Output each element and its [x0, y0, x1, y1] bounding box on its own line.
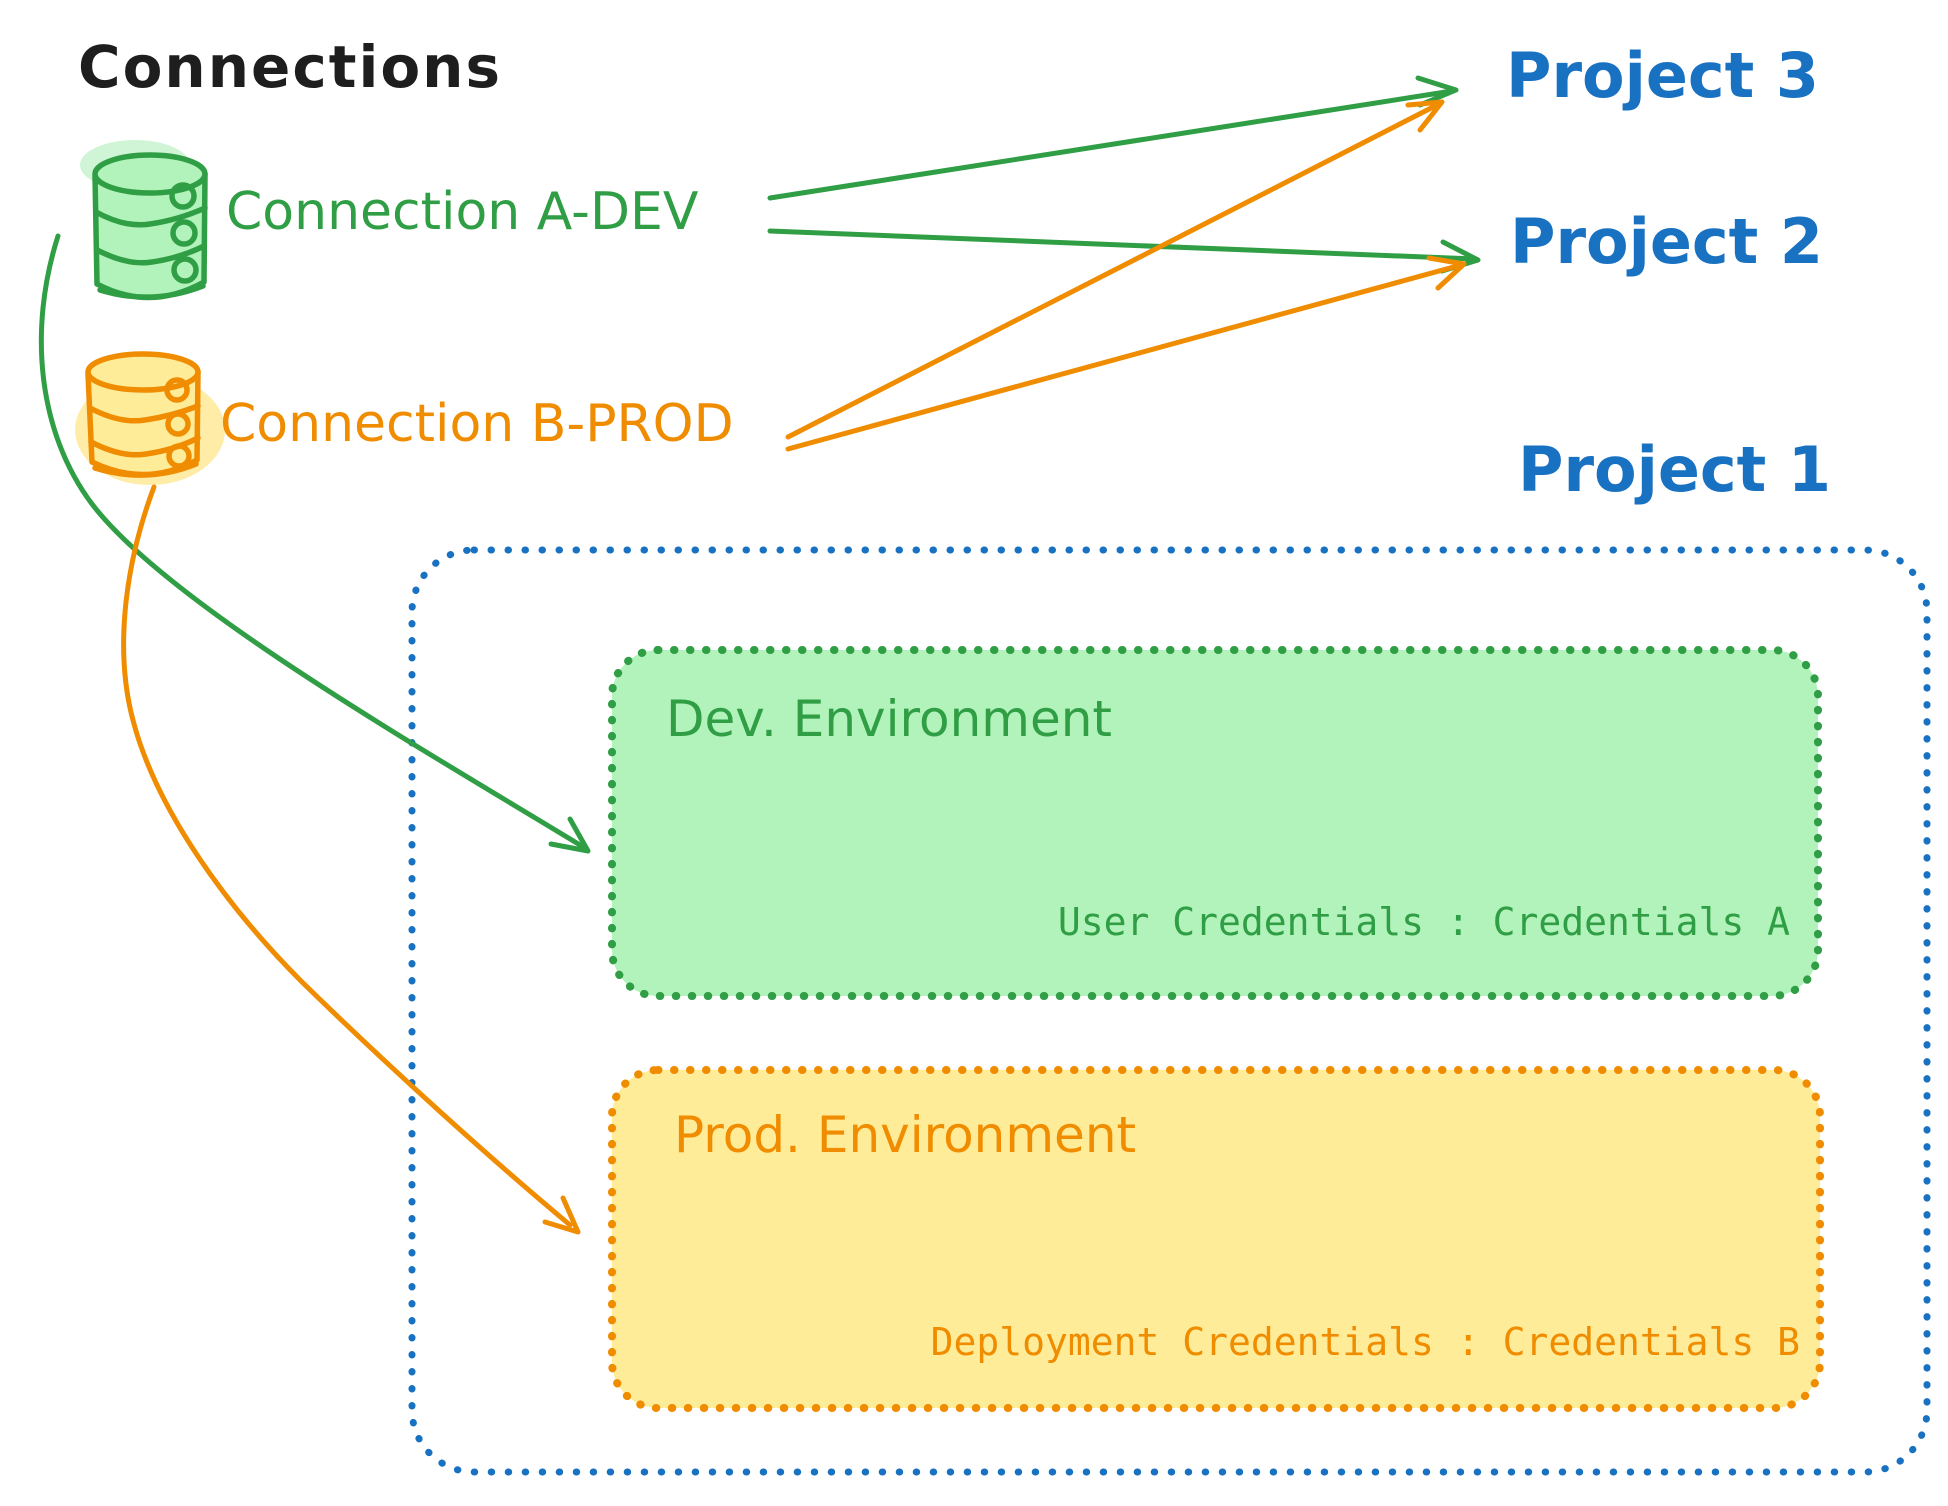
arrow-bprod-to-project3 [785, 101, 1442, 440]
prod-environment-title: Prod. Environment [674, 1106, 1137, 1164]
dev-environment-title: Dev. Environment [666, 690, 1113, 748]
dev-environment-credentials: User Credentials : Credentials A [1057, 900, 1790, 944]
arrow-bprod-to-prod-environment [121, 484, 573, 1228]
prod-environment-credentials: Deployment Credentials : Credentials B [930, 1320, 1800, 1364]
arrow-adev-to-project3 [767, 88, 1455, 201]
project-1-container-box [408, 546, 1931, 1476]
connection-b-prod-label: Connection B-PROD [220, 394, 734, 454]
arrow-adev-to-dev-environment [38, 233, 588, 851]
project-2-label: Project 2 [1510, 205, 1824, 278]
database-icon [80, 140, 208, 301]
arrowhead-bprod-to-prod-environment [542, 1195, 581, 1235]
dev-environment-box [608, 646, 1822, 1000]
arrowhead-adev-to-dev-environment [548, 816, 591, 854]
connection-a-dev-label: Connection A-DEV [226, 182, 699, 242]
arrowhead-adev-to-project3 [1415, 75, 1459, 108]
diagram-title: Connections [78, 33, 502, 101]
database-icon [75, 351, 225, 485]
project-3-label: Project 3 [1506, 39, 1820, 112]
project-1-label: Project 1 [1518, 433, 1832, 506]
arrowhead-bprod-to-project3 [1405, 99, 1445, 133]
arrow-bprod-to-project2 [785, 262, 1464, 452]
arrowhead-bprod-to-project2 [1426, 255, 1467, 291]
arrow-adev-to-project2 [767, 228, 1478, 262]
prod-environment-box [608, 1066, 1824, 1412]
